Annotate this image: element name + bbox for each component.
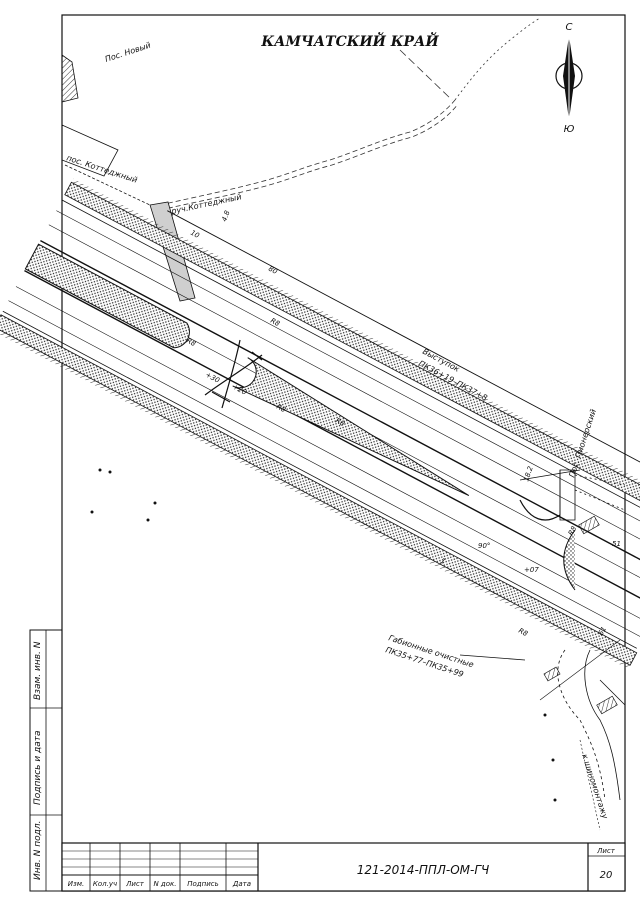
dim-label: 4.8 <box>220 209 232 223</box>
dim-label: 90° <box>478 542 490 550</box>
title-col-izm: Изм. <box>68 880 84 888</box>
junction-right <box>519 469 626 831</box>
dim-label: +07 <box>524 566 539 574</box>
stamp-podpis-data: Подпись и дата <box>33 730 43 805</box>
building-top-left <box>61 54 119 177</box>
compass-north: С <box>566 22 573 33</box>
compass-south: Ю <box>564 124 575 135</box>
side-stamp: Инв. N подл. Подпись и дата Взам. инв. N <box>29 629 63 892</box>
dim-label: R8 <box>517 627 529 639</box>
settlement-novyi-label: Пос. Новый <box>104 41 152 64</box>
dim-label: +30 <box>204 371 221 385</box>
dim-label: 51 <box>612 540 621 548</box>
kottedzhnyi-label: пос. Коттеджный <box>65 153 138 184</box>
dim-label: +20 <box>231 383 248 397</box>
dim-label: R8 <box>185 337 197 349</box>
dim-label: 1 <box>439 557 447 566</box>
north-arrow: С Ю <box>555 22 583 135</box>
title-col-list: Лист <box>125 880 145 888</box>
title-col-ndok: N док. <box>153 880 176 888</box>
dim-label: 80 <box>267 265 279 277</box>
sheet-label: Лист <box>596 847 616 855</box>
drawing-frame <box>61 14 626 892</box>
title-col-data: Дата <box>232 880 251 888</box>
dim-label: R8 <box>275 403 287 415</box>
dim-label: R8 <box>269 317 281 329</box>
dim-label: R8 <box>567 524 579 537</box>
crossover <box>204 339 263 409</box>
tree-symbols <box>90 468 557 802</box>
region-title: КАМЧАТСКИЙ КРАЙ <box>260 31 439 50</box>
stamp-vzam-inv: Взам. инв. N <box>33 641 43 700</box>
map-content <box>0 17 640 831</box>
sheet-number: 20 <box>600 870 613 881</box>
dim-label: 18.2 <box>522 465 535 483</box>
stamp-inv-podl: Инв. N подл. <box>33 821 43 880</box>
dim-label: 61 <box>597 625 608 637</box>
road-corridor <box>0 178 640 669</box>
leader-arrows <box>459 469 581 661</box>
title-block: Изм. Кол.уч Лист N док. Подпись Дата 121… <box>61 842 626 892</box>
dim-label: 10 <box>189 229 201 241</box>
dim-label: R8 <box>334 417 346 429</box>
title-col-koluch: Кол.уч <box>93 880 117 888</box>
title-col-podpis: Подпись <box>187 880 219 888</box>
stream-line <box>159 17 541 211</box>
document-code: 121-2014-ППЛ-ОМ-ГЧ <box>357 863 490 877</box>
shinomontazh-label: к шиномонтажу <box>580 753 610 820</box>
